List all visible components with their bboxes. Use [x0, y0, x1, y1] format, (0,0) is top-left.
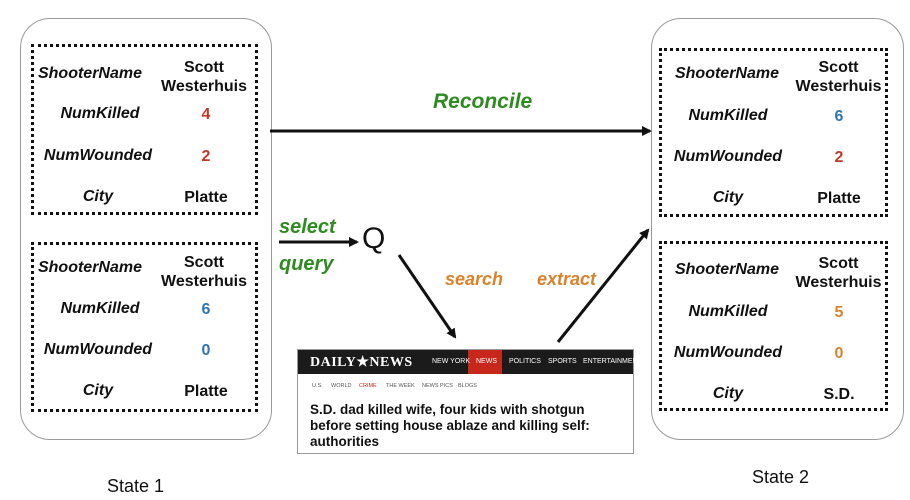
value-num-wounded: 2 — [834, 149, 844, 166]
field-shooter-name: ShooterName — [674, 65, 780, 82]
news-article-snippet: DAILY★NEWS NEW YORK NEWS POLITICS SPORTS… — [297, 349, 642, 454]
field-city: City — [712, 189, 744, 206]
field-city: City — [712, 385, 744, 402]
nav-item-politics: POLITICS — [509, 358, 541, 365]
state1-record-1: ShooterName Scott Westerhuis NumKilled 4… — [31, 44, 258, 215]
value-num-wounded: 0 — [201, 342, 211, 359]
state1-caption: State 1 — [107, 476, 165, 496]
select-label: select — [279, 216, 336, 238]
daily-news-logo: DAILY★NEWS — [310, 355, 413, 370]
subnav-item-news-pics: NEWS PICS — [422, 383, 453, 389]
field-num-wounded: NumWounded — [43, 341, 153, 358]
value-shooter-name: Scott Westerhuis — [795, 59, 882, 95]
field-num-killed: NumKilled — [60, 300, 140, 317]
value-shooter-name: Scott Westerhuis — [795, 255, 882, 291]
field-city: City — [82, 382, 114, 399]
query-q-symbol: Q — [362, 222, 386, 255]
value-num-killed: 4 — [201, 106, 211, 123]
value-num-wounded: 2 — [201, 148, 211, 165]
value-shooter-name: Scott Westerhuis — [161, 254, 247, 290]
reconcile-label: Reconcile — [433, 90, 533, 113]
subnav-item-blogs: BLOGS — [458, 383, 477, 389]
value-num-killed: 6 — [201, 301, 211, 318]
value-city: Platte — [184, 383, 228, 400]
news-header-bar — [298, 350, 633, 374]
nav-item-news: NEWS — [476, 358, 497, 365]
query-label: query — [279, 253, 334, 275]
state2-record-1: ShooterName Scott Westerhuis NumKilled 6… — [659, 48, 888, 217]
field-shooter-name: ShooterName — [37, 259, 143, 276]
field-shooter-name: ShooterName — [674, 261, 780, 278]
search-arrow — [397, 254, 457, 339]
news-headline: S.D. dad killed wife, four kids with sho… — [310, 402, 590, 449]
subnav-item-crime: CRIME — [359, 383, 377, 389]
field-num-killed: NumKilled — [60, 105, 140, 122]
field-num-killed: NumKilled — [688, 107, 768, 124]
value-num-killed: 6 — [834, 108, 844, 125]
field-num-wounded: NumWounded — [673, 344, 783, 361]
value-city: Platte — [184, 189, 228, 206]
field-num-wounded: NumWounded — [673, 148, 783, 165]
field-num-wounded: NumWounded — [43, 147, 153, 164]
value-shooter-name: Scott Westerhuis — [161, 59, 247, 95]
nav-item-entertainment: ENTERTAINMENT — [583, 358, 642, 365]
nav-item-new-york: NEW YORK — [432, 358, 470, 365]
extract-label: extract — [537, 269, 597, 289]
search-label: search — [445, 269, 504, 289]
nav-item-sports: SPORTS — [548, 358, 577, 365]
field-shooter-name: ShooterName — [37, 65, 143, 82]
value-city: Platte — [817, 190, 861, 207]
subnav-item-us: U.S. — [312, 383, 323, 389]
value-num-wounded: 0 — [834, 345, 844, 362]
state2-caption: State 2 — [752, 467, 810, 487]
field-num-killed: NumKilled — [688, 303, 768, 320]
subnav-item-the-week: THE WEEK — [386, 383, 415, 389]
state1-record-2: ShooterName Scott Westerhuis NumKilled 6… — [31, 242, 258, 412]
state2-record-2: ShooterName Scott Westerhuis NumKilled 5… — [659, 241, 888, 411]
field-city: City — [82, 188, 114, 205]
subnav-item-world: WORLD — [331, 383, 352, 389]
news-active-tab-highlight — [468, 350, 502, 374]
value-city: S.D. — [823, 386, 855, 403]
value-num-killed: 5 — [834, 304, 844, 321]
